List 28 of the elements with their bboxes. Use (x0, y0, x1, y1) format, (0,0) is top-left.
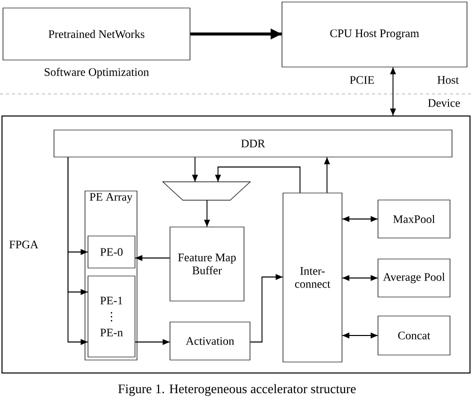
process-box: Average Pool (378, 258, 450, 298)
buffer-box: Feature Map Buffer (170, 226, 244, 302)
caption: Figure 1. Heterogeneous accelerator structure (118, 384, 356, 396)
interconnect-box: Inter- connect (282, 192, 342, 362)
process-box: Pretrained NetWorks (2, 8, 190, 60)
arrow (324, 156, 330, 194)
arrow (390, 66, 396, 116)
arrow (134, 255, 170, 261)
arrow (68, 156, 88, 345)
note-text: Software Optimization (44, 68, 149, 78)
arrow (215, 166, 300, 194)
arrow (250, 274, 284, 342)
arrow (134, 339, 170, 345)
arrow (190, 28, 282, 40)
element-box: PE-0 (88, 236, 136, 268)
arrow (192, 156, 198, 182)
arrow (342, 275, 378, 281)
edge-label: PCIE (348, 75, 376, 85)
process-box: MaxPool (378, 200, 450, 238)
element-box: PE-1 ⋮ PE-n (88, 276, 136, 358)
arrow (342, 332, 378, 338)
process-box: Activation (170, 322, 250, 360)
memory-box: DDR (54, 130, 452, 158)
region-label: Device (428, 99, 460, 107)
arrow (342, 216, 378, 222)
arrow (204, 200, 210, 228)
process-box: CPU Host Program (282, 2, 468, 68)
process-box: Concat (378, 316, 450, 356)
